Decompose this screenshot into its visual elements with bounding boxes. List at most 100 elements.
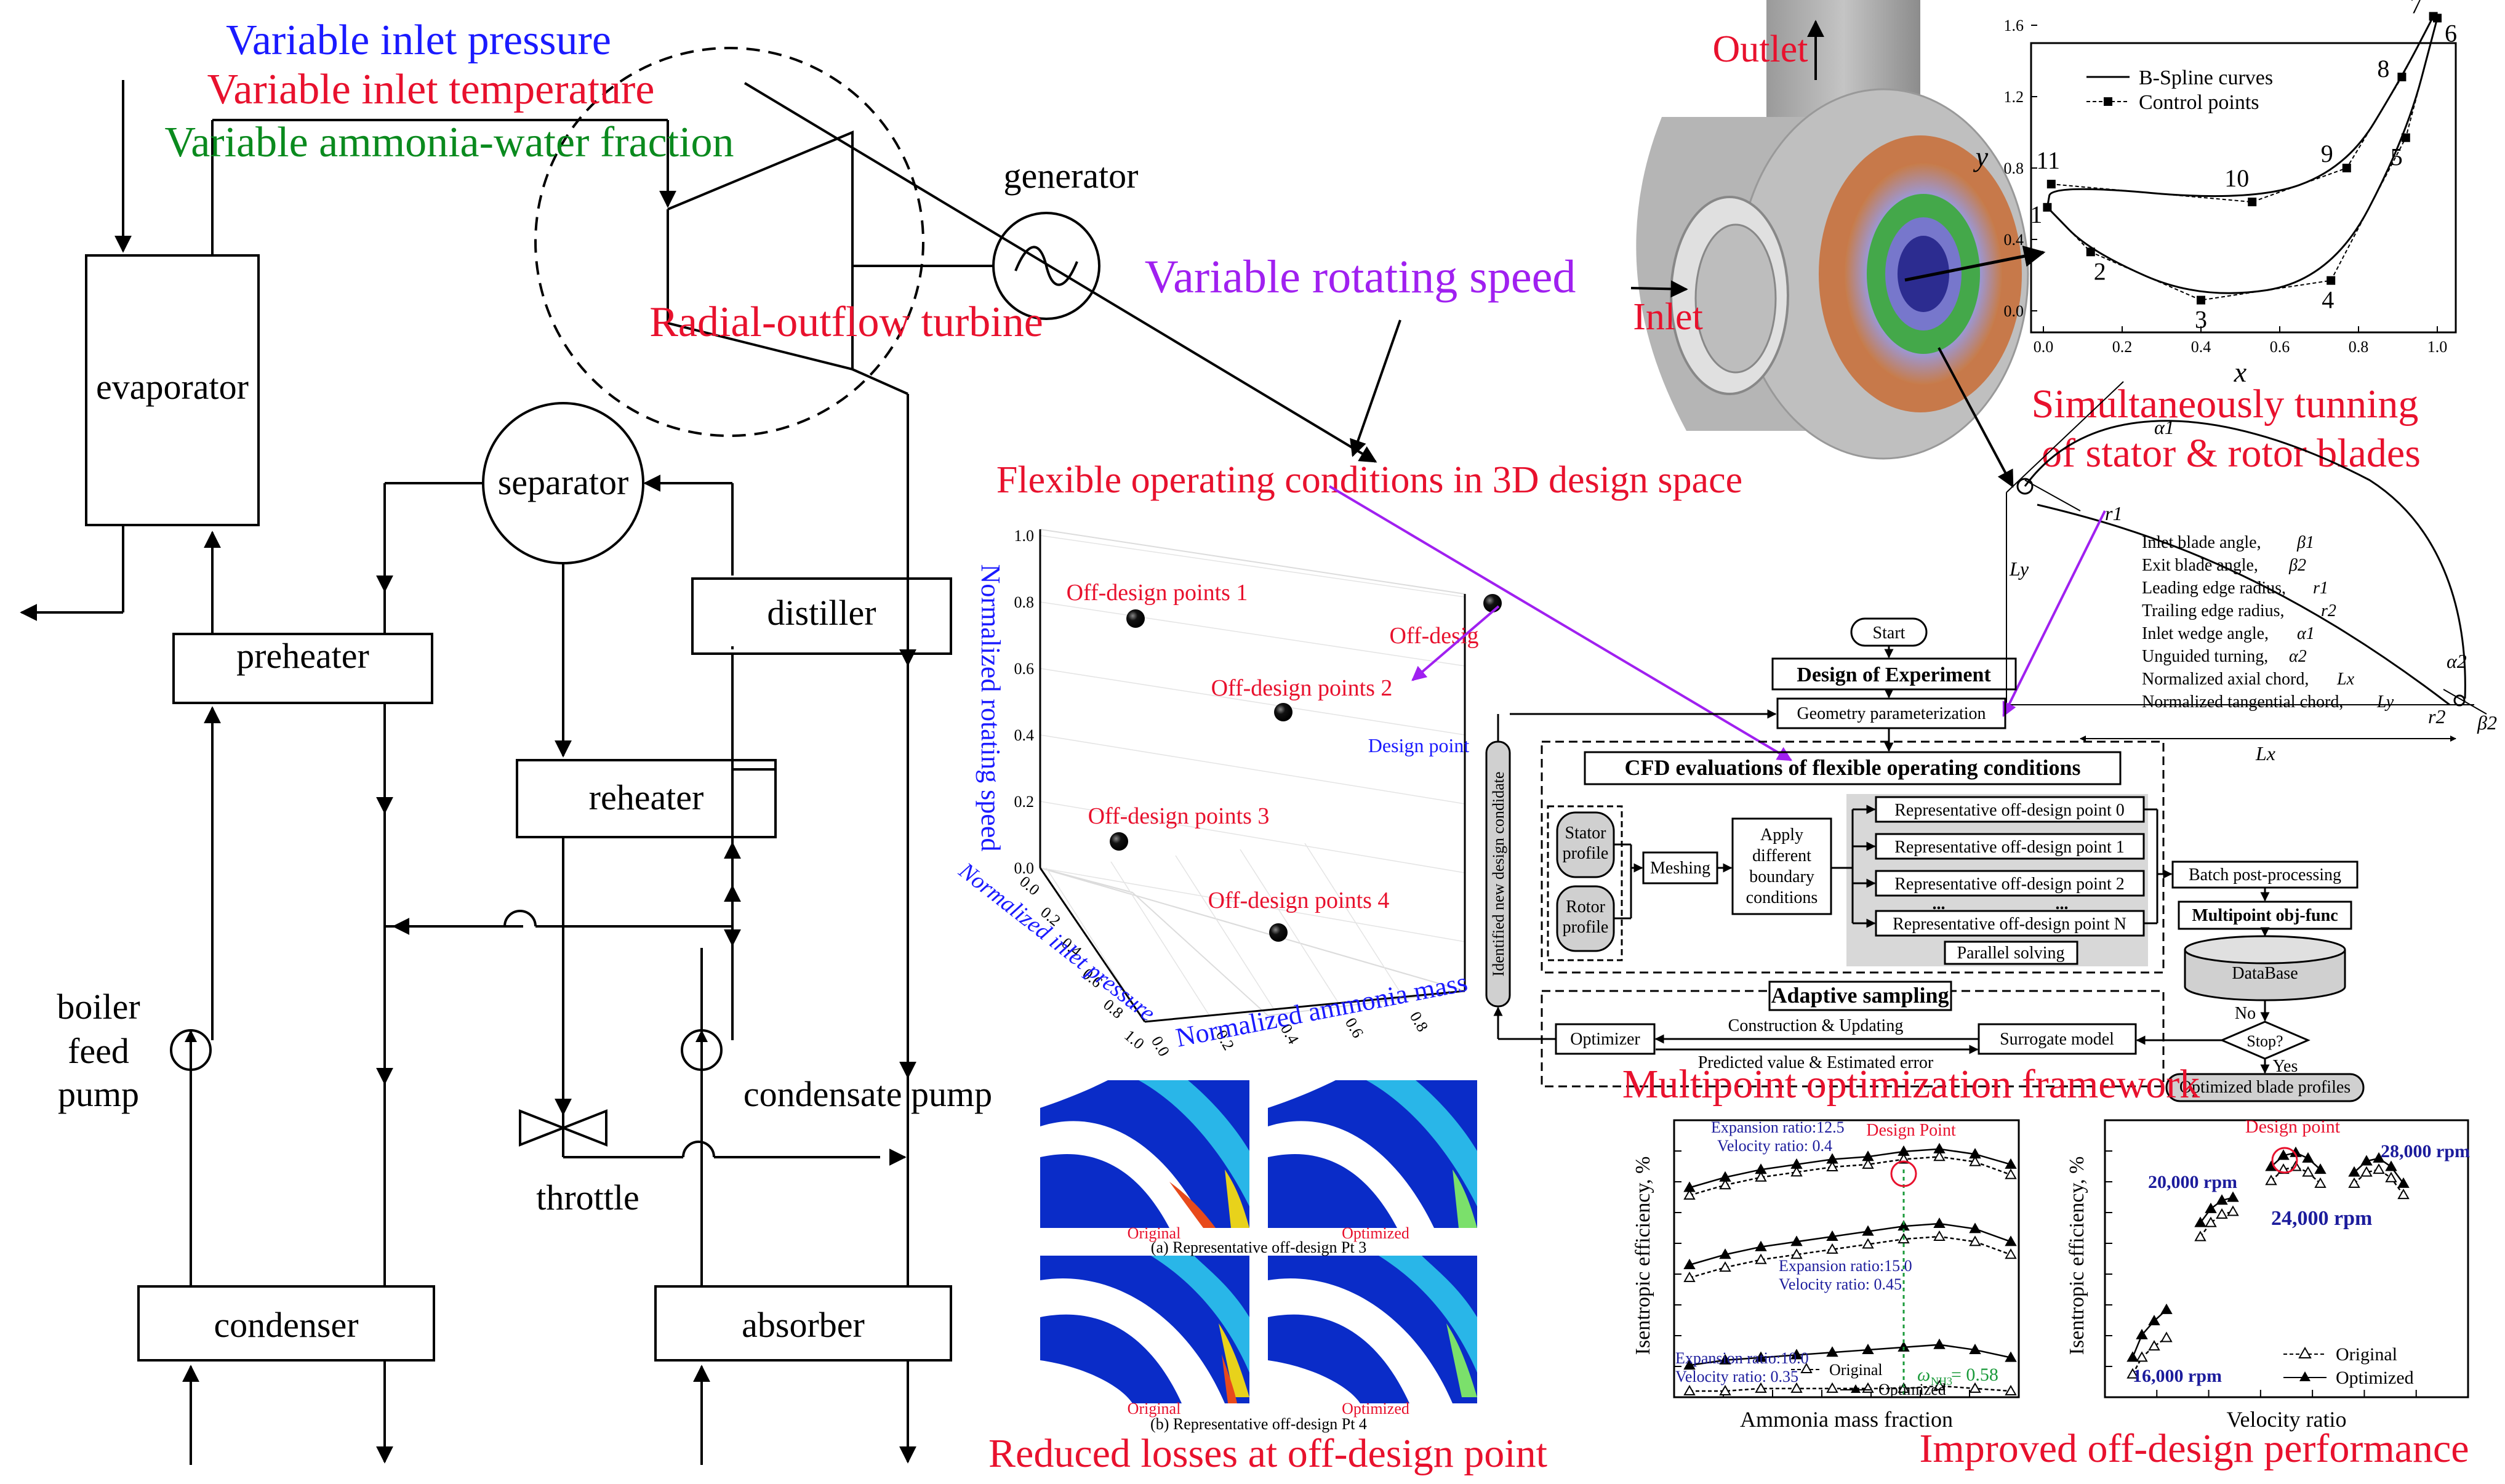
original-marker	[2265, 1174, 2277, 1185]
original-marker	[1755, 1253, 1767, 1264]
scatter-xtick-label: 0.0	[1148, 1033, 1173, 1060]
svg-text:Ly: Ly	[2009, 558, 2029, 580]
svg-text:profile: profile	[1563, 918, 1609, 937]
legend-control: Control points	[2139, 91, 2259, 114]
chart1-ylabel: Isentropic efficiency, %	[1632, 1157, 1654, 1355]
fc-geom-box	[1776, 697, 2006, 729]
svg-text:β2: β2	[2477, 712, 2497, 734]
bspline-ylabel: y	[1973, 141, 1989, 172]
original-line	[1689, 1385, 2011, 1392]
scatter-ztick-label: 0.6	[1014, 660, 1035, 678]
turbine-dashed-circle	[534, 47, 924, 437]
svg-text:Stator: Stator	[1565, 824, 1607, 843]
label-outlet: Outlet	[1713, 28, 1808, 70]
original-marker	[2148, 1340, 2160, 1351]
fc-cfd-title-box	[1584, 751, 2122, 785]
scatter-xgrid	[1110, 861, 1210, 1016]
svg-text:(b) Representative off-design: (b) Representative off-design Pt 4	[1150, 1415, 1367, 1433]
svg-text:Expansion ratio:10.0: Expansion ratio:10.0	[1675, 1349, 1809, 1367]
svg-text:Representative off-design poin: Representative off-design point 0	[1894, 801, 2125, 820]
optimized-marker	[1898, 1145, 1910, 1156]
svg-text:Design point: Design point	[2245, 1117, 2341, 1137]
svg-text:Meshing: Meshing	[1650, 859, 1710, 878]
condenser-box	[137, 1285, 435, 1362]
control-point	[2046, 180, 2056, 189]
scatter-ztick-label: 0.4	[1014, 726, 1035, 744]
scatter-ztick-label: 0.2	[1014, 793, 1035, 811]
svg-text:Representative off-design poin: Representative off-design point N	[1893, 915, 2126, 934]
original-marker	[1755, 1382, 1767, 1393]
blade-labels: Ly Lx α1 α2 r1 r2 β2	[2009, 416, 2497, 764]
blade-parameter-sketch	[2006, 381, 2487, 742]
optimized-marker	[2148, 1315, 2160, 1326]
inlet-arrow	[1630, 280, 1688, 298]
label-condenser: condenser	[214, 1305, 358, 1345]
blade-param-line: Inlet blade angle,	[2142, 533, 2261, 552]
label-distiller: distiller	[767, 593, 876, 633]
chart1-design-circle	[1890, 1160, 1917, 1187]
optimized-marker	[1969, 1148, 1981, 1159]
optimized-line	[1689, 1344, 2011, 1366]
bspline-xlabel: x	[2234, 356, 2247, 388]
bspline-ytick-label: 0.0	[2004, 302, 2024, 320]
optimized-marker	[2205, 1202, 2217, 1213]
fc-doe-box	[1771, 657, 2017, 691]
svg-text:Velocity ratio: 0.4: Velocity ratio: 0.4	[1717, 1137, 1832, 1155]
original-marker	[1969, 1235, 1981, 1246]
distiller-box	[691, 577, 952, 655]
bspline-xtick-label: 0.0	[2034, 338, 2054, 356]
svg-text:Rotor: Rotor	[1566, 897, 1605, 916]
original-marker	[1683, 1271, 1696, 1282]
fc-profiles-dashed	[1547, 805, 1623, 961]
original-line	[1689, 1235, 2011, 1279]
fc-cfd-dashed	[1541, 740, 2165, 974]
svg-text:Optimized: Optimized	[1342, 1224, 1409, 1242]
original-marker	[2205, 1216, 2217, 1227]
original-marker	[1719, 1261, 1731, 1272]
optimized-marker	[1719, 1248, 1731, 1259]
original-marker	[2005, 1384, 2017, 1395]
label-throttle: throttle	[536, 1177, 639, 1217]
original-marker	[1719, 1384, 1731, 1395]
svg-text:conditions: conditions	[1746, 888, 1818, 907]
original-marker	[1790, 1248, 1803, 1259]
scatter-xgrid	[1175, 855, 1275, 1010]
optimized-marker	[2397, 1177, 2410, 1188]
original-line	[2131, 1337, 2167, 1375]
label-generator: generator	[1004, 156, 1139, 196]
original-marker	[1826, 1161, 1838, 1172]
contour-b-original	[1040, 1256, 1249, 1403]
svg-text:Expansion ratio:15.0: Expansion ratio:15.0	[1779, 1257, 1912, 1275]
chart1-design-point-label: Design Point	[1866, 1121, 1956, 1140]
original-marker	[2302, 1166, 2314, 1177]
svg-text:Optimized: Optimized	[2336, 1368, 2414, 1388]
svg-text:Optimized: Optimized	[1342, 1400, 1409, 1418]
optimized-marker	[1969, 1222, 1981, 1233]
original-marker	[1862, 1158, 1874, 1169]
control-point	[2401, 133, 2410, 142]
ammonia-fraction-efficiency-chart: Isentropic efficiency, % Ammonia mass fr…	[1632, 1118, 2020, 1432]
original-marker	[1683, 1384, 1696, 1395]
flowchart-text: Start Design of Experiment Geometry para…	[1489, 624, 2351, 1097]
svg-text:r1: r1	[2105, 502, 2122, 524]
preheater-box	[172, 633, 433, 704]
original-marker	[2227, 1205, 2239, 1216]
optimized-marker	[2216, 1194, 2228, 1205]
optimized-marker	[1683, 1258, 1696, 1269]
original-marker	[1862, 1238, 1874, 1249]
label-turbine: Radial-outflow turbine	[649, 299, 1043, 346]
original-marker	[1933, 1230, 1946, 1241]
cfd-contour-panels: Original Optimized (a) Representative of…	[988, 1080, 1547, 1476]
contour-b-optimized	[1268, 1256, 1477, 1403]
scatter-zgrid	[1040, 668, 1465, 736]
svg-text:α1: α1	[2154, 416, 2174, 438]
optimized-marker	[1969, 1344, 1981, 1355]
scatter-ztick-label: 0.0	[1014, 859, 1035, 877]
label-reduced-losses: Reduced losses at off-design point	[988, 1431, 1547, 1476]
label-inlet: Inlet	[1633, 296, 1703, 338]
scatter-xgrid	[1240, 849, 1339, 1004]
svg-text:DataBase: DataBase	[2232, 964, 2298, 983]
optimization-flowchart	[1485, 617, 2365, 1102]
bspline-legend: B-Spline curves Control points	[2086, 66, 2273, 114]
